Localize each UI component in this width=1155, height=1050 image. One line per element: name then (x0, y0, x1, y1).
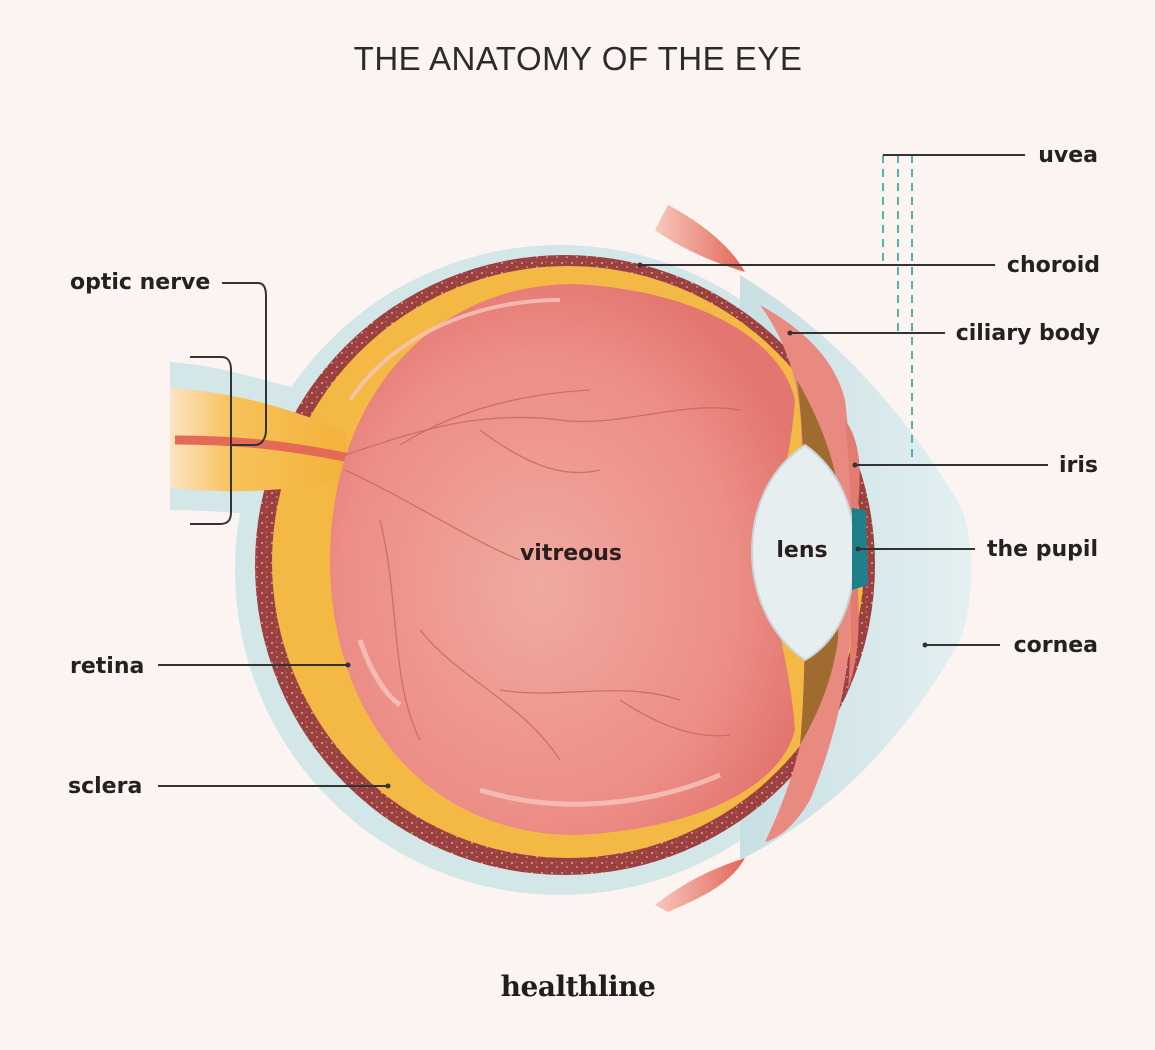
optic-nerve-bracket (222, 282, 267, 446)
label-lens: lens (776, 538, 827, 563)
vitreous-highlight (348, 298, 561, 402)
leader-dots (345, 262, 928, 789)
upper-eyelid (655, 205, 745, 272)
leader-lines (158, 264, 1048, 787)
central-retinal-vessel (174, 435, 351, 463)
label-the-pupil: the pupil (987, 537, 1098, 562)
retinal-blood-vessels (344, 389, 741, 761)
label-cornea: cornea (1014, 633, 1098, 658)
label-ciliary-body: ciliary body (956, 321, 1100, 346)
label-choroid: choroid (1007, 253, 1100, 278)
lower-eyelid (655, 858, 745, 912)
label-vitreous: vitreous (520, 541, 622, 566)
label-iris: iris (1059, 453, 1098, 478)
label-optic-nerve: optic nerve (70, 270, 210, 295)
vitreous-highlight-left (357, 639, 402, 708)
lens-shape (750, 443, 857, 662)
label-uvea: uvea (1038, 143, 1098, 168)
label-retina: retina (70, 654, 144, 679)
label-sclera: sclera (68, 774, 142, 799)
page-title: THE ANATOMY OF THE EYE (354, 40, 803, 77)
uvea-indicator (882, 154, 1025, 462)
optic-nerve-sheath-bracket (190, 356, 232, 525)
brand-logo: healthline (501, 970, 656, 1003)
vitreous-highlight-lower (479, 772, 721, 807)
